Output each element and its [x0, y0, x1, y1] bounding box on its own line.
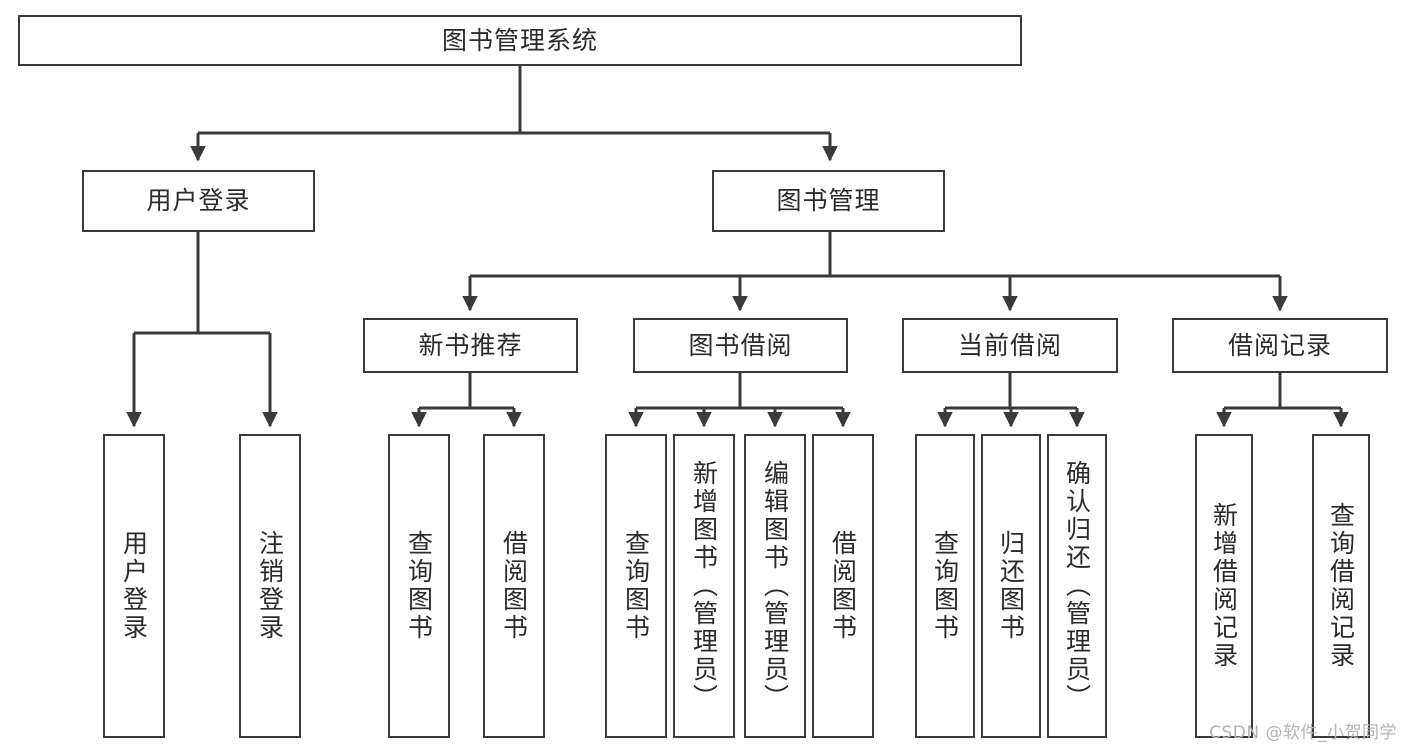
leaf-return-book[interactable]: 归还图书 [981, 434, 1041, 738]
node-label: 用户登录 [119, 530, 149, 642]
leaf-confirm-return-admin[interactable]: 确认归还（管理员） [1047, 434, 1107, 738]
node-current-borrow[interactable]: 当前借阅 [902, 318, 1118, 373]
leaf-query-book-borrow[interactable]: 查询图书 [605, 434, 667, 738]
node-label: 查询借阅记录 [1326, 502, 1356, 670]
node-new-book-recommend[interactable]: 新书推荐 [363, 318, 578, 373]
node-label: 编辑图书（管理员） [760, 460, 790, 712]
node-label: 新增借阅记录 [1209, 502, 1239, 670]
node-label: 图书管理系统 [441, 25, 598, 55]
node-label: 新增图书（管理员） [689, 460, 719, 712]
leaf-add-borrow-record[interactable]: 新增借阅记录 [1195, 434, 1253, 738]
leaf-borrow-book-new[interactable]: 借阅图书 [483, 434, 545, 738]
node-label: 用户登录 [146, 186, 251, 215]
node-label: 图书借阅 [688, 330, 793, 360]
node-label: 归还图书 [996, 530, 1026, 642]
leaf-query-borrow-record[interactable]: 查询借阅记录 [1312, 434, 1370, 738]
node-root-book-management-system[interactable]: 图书管理系统 [18, 15, 1022, 66]
node-label: 注销登录 [255, 530, 285, 642]
node-label: 查询图书 [930, 530, 960, 642]
node-book-management[interactable]: 图书管理 [712, 170, 945, 232]
node-label: 新书推荐 [418, 330, 523, 360]
node-label: 当前借阅 [957, 330, 1062, 360]
leaf-borrow-book[interactable]: 借阅图书 [812, 434, 874, 738]
leaf-logout[interactable]: 注销登录 [239, 434, 301, 738]
node-label: 图书管理 [776, 186, 881, 215]
node-label: 查询图书 [621, 530, 651, 642]
node-label: 借阅记录 [1227, 330, 1332, 360]
leaf-user-login[interactable]: 用户登录 [103, 434, 165, 738]
node-label: 确认归还（管理员） [1062, 460, 1092, 712]
node-user-login[interactable]: 用户登录 [82, 170, 315, 232]
node-book-borrow[interactable]: 图书借阅 [633, 318, 848, 373]
node-label: 借阅图书 [499, 530, 529, 642]
node-label: 查询图书 [404, 530, 434, 642]
leaf-query-book-new[interactable]: 查询图书 [388, 434, 450, 738]
leaf-add-book-admin[interactable]: 新增图书（管理员） [673, 434, 735, 738]
leaf-edit-book-admin[interactable]: 编辑图书（管理员） [744, 434, 806, 738]
leaf-query-book-current[interactable]: 查询图书 [915, 434, 975, 738]
node-borrow-records[interactable]: 借阅记录 [1172, 318, 1388, 373]
node-label: 借阅图书 [828, 530, 858, 642]
